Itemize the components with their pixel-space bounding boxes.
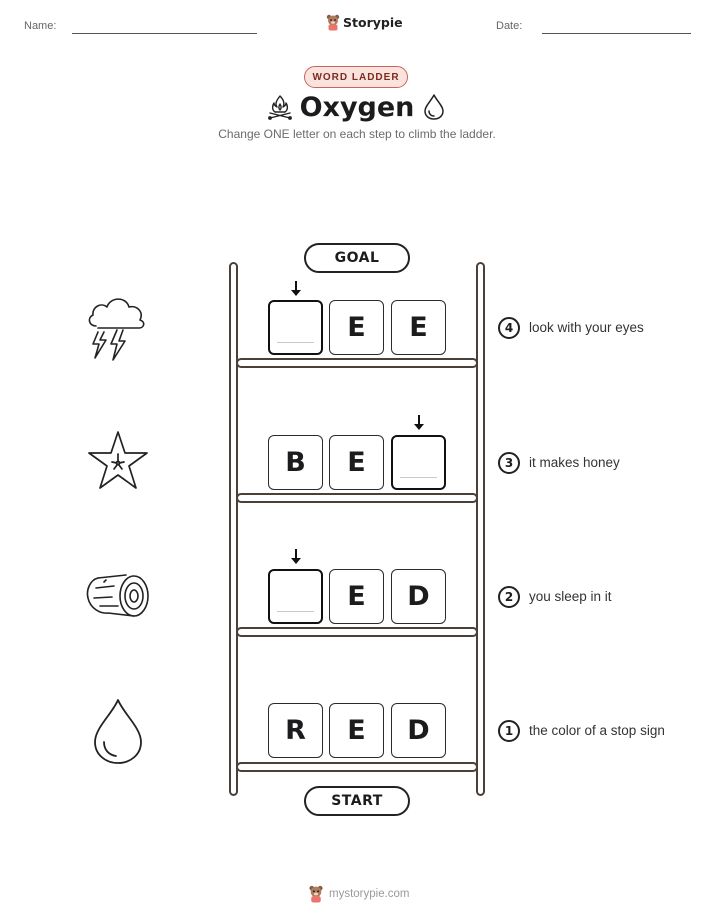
starfruit-icon (88, 431, 148, 489)
storm-cloud-icon (88, 298, 145, 361)
instructions: Change ONE letter on each step to climb … (218, 127, 496, 141)
arrow-down-icon (291, 281, 301, 296)
letter-tile: D (391, 703, 446, 758)
letter-tile: B (268, 435, 323, 490)
letter-input[interactable] (391, 435, 446, 490)
log-icon (86, 574, 149, 617)
letter-tile: E (329, 703, 384, 758)
letter-tile: D (391, 569, 446, 624)
clue-text: look with your eyes (529, 320, 644, 335)
bear-mascot-icon (309, 885, 323, 903)
letter-tile: E (329, 569, 384, 624)
ladder-right-rail (476, 262, 485, 796)
clue-text: you sleep in it (529, 589, 612, 604)
activity-badge: WORD LADDER (304, 66, 408, 88)
bear-mascot-icon (326, 14, 340, 30)
letter-tile: E (329, 435, 384, 490)
clue-text: the color of a stop sign (529, 723, 665, 738)
letter-input[interactable] (268, 300, 323, 355)
step-number: 2 (498, 586, 520, 608)
goal-label: GOAL (304, 243, 410, 273)
start-label: START (304, 786, 410, 816)
water-drop-icon (424, 94, 444, 120)
brand-logo: Storypie (326, 12, 403, 32)
step-number: 3 (498, 452, 520, 474)
ladder-rung (236, 493, 478, 503)
letter-tile: E (391, 300, 446, 355)
step-number: 1 (498, 720, 520, 742)
date-label: Date: (496, 20, 523, 32)
worksheet-title: Oxygen (299, 92, 415, 123)
brand-name: Storypie (343, 14, 403, 30)
date-write-line[interactable] (542, 33, 691, 34)
campfire-icon (268, 95, 292, 120)
arrow-down-icon (414, 415, 424, 430)
letter-tile: R (268, 703, 323, 758)
letter-tile: E (329, 300, 384, 355)
step-number: 4 (498, 317, 520, 339)
clue-text: it makes honey (529, 455, 620, 470)
ladder-left-rail (229, 262, 238, 796)
water-drop-icon (94, 699, 142, 764)
name-write-line[interactable] (72, 33, 257, 34)
letter-input[interactable] (268, 569, 323, 624)
footer: mystorypie.com (308, 885, 410, 903)
footer-url[interactable]: mystorypie.com (329, 888, 410, 900)
name-label: Name: (24, 20, 57, 32)
ladder-rung (236, 762, 478, 772)
ladder-rung (236, 627, 478, 637)
arrow-down-icon (291, 549, 301, 564)
ladder-rung (236, 358, 478, 368)
